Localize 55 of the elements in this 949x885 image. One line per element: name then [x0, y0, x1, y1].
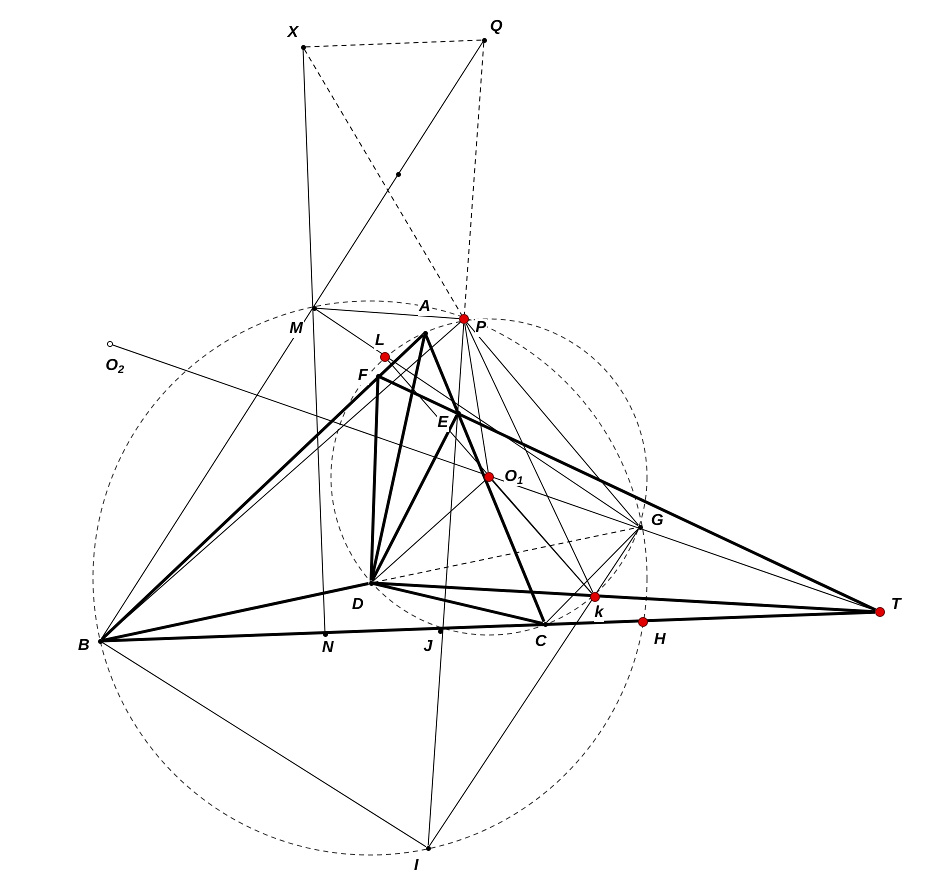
point-label: O$_{1}$	[504, 468, 524, 486]
thick-segment	[102, 610, 876, 642]
line-segment	[102, 642, 426, 848]
point	[590, 592, 600, 602]
point	[542, 622, 548, 626]
line-segment	[302, 49, 326, 632]
point	[322, 632, 328, 636]
point	[300, 44, 306, 50]
line-segment	[464, 323, 489, 473]
line-segment	[316, 308, 638, 526]
line-segment	[428, 324, 464, 846]
dashed-segment	[305, 40, 482, 48]
point	[312, 306, 316, 310]
point-label: L	[374, 332, 386, 350]
dashed-segment	[304, 48, 462, 316]
point	[456, 410, 460, 416]
point	[875, 607, 885, 617]
point	[426, 846, 430, 850]
thick-segment	[370, 378, 380, 581]
line-segment	[316, 308, 460, 320]
point-label: E	[436, 414, 450, 432]
dashed-segment	[464, 42, 484, 314]
point	[98, 638, 102, 644]
line-segment	[492, 480, 592, 594]
point-label: P	[474, 319, 488, 337]
point	[380, 352, 390, 362]
line-segment	[100, 42, 484, 640]
point	[638, 524, 642, 530]
line-segment	[466, 322, 639, 526]
line-segment	[372, 480, 486, 582]
thick-segment	[373, 582, 543, 625]
point-label: M	[288, 320, 304, 338]
point	[638, 617, 648, 627]
line-segment	[466, 323, 594, 593]
point	[107, 341, 113, 347]
point	[422, 330, 428, 336]
point	[484, 472, 494, 482]
point-label: F	[357, 367, 369, 385]
thick-segment	[370, 414, 458, 582]
thick-segment	[424, 334, 546, 622]
thick-segment	[373, 582, 876, 614]
point	[459, 314, 469, 324]
point	[376, 374, 380, 378]
point	[438, 628, 442, 634]
point-label: O$_{2}$	[104, 357, 126, 375]
line-segment	[546, 528, 639, 623]
point-label: Q	[489, 18, 504, 36]
thick-segment	[380, 376, 876, 612]
point	[482, 38, 486, 42]
point	[396, 172, 400, 176]
thick-segment	[102, 582, 369, 642]
line-segment	[428, 528, 640, 846]
point-label: k	[594, 604, 604, 622]
point-label: A	[418, 298, 432, 316]
point	[368, 580, 374, 586]
